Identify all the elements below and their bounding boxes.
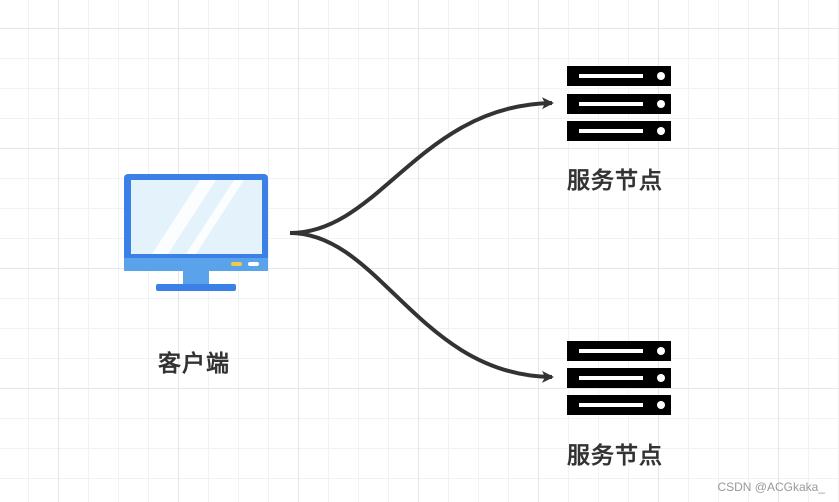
server-2-label: 服务节点 (567, 443, 663, 469)
client-label: 客户端 (158, 351, 230, 377)
server-rack-icon (567, 341, 671, 415)
watermark: CSDN @ACGkaka_ (717, 480, 825, 494)
arrow-to-server-1 (289, 97, 554, 235)
server-rack-icon (567, 66, 671, 141)
server-1-label: 服务节点 (567, 168, 663, 194)
arrow-to-server-2 (289, 231, 554, 383)
monitor-icon (124, 174, 268, 291)
